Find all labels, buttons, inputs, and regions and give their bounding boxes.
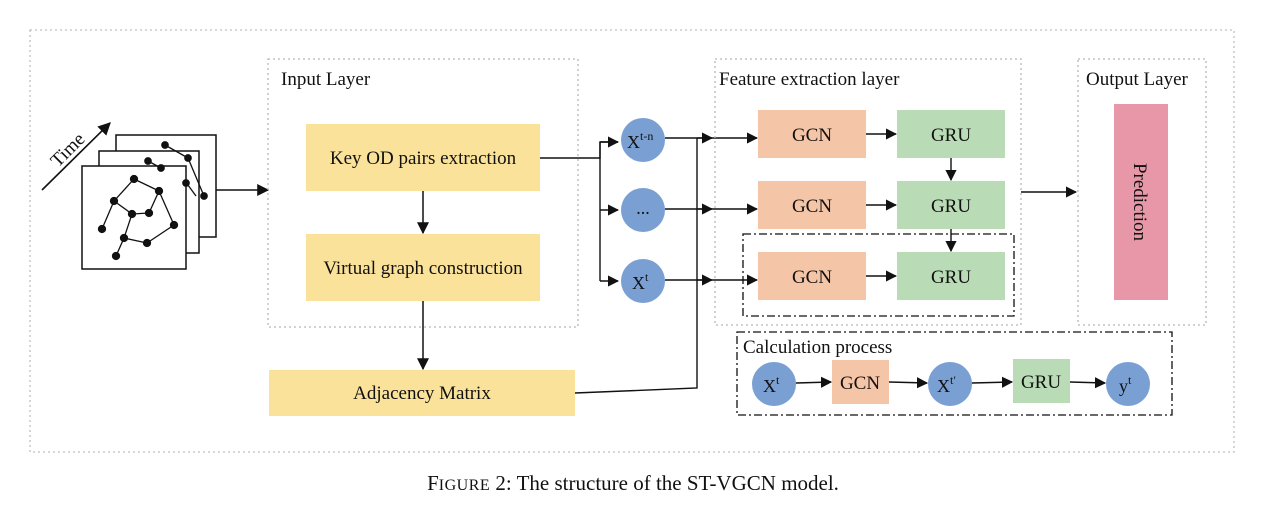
svg-text:Xt′: Xt′ — [937, 373, 956, 396]
svg-text:Xt: Xt — [763, 373, 780, 396]
node-x-t-sup: t — [645, 270, 649, 284]
dashed-highlight-frame — [742, 233, 1015, 317]
input-layer-title: Input Layer — [281, 69, 371, 90]
caption-figure-rest: IGURE — [439, 477, 490, 494]
graph-front-network — [97, 174, 179, 261]
svg-text:Xt-n: Xt-n — [627, 129, 653, 152]
gru-box-1 — [897, 110, 1005, 158]
node-ellipsis: ... — [621, 188, 665, 232]
calc-gru-label: GRU — [1021, 372, 1061, 393]
figure-caption: FIGURE 2: The structure of the ST-VGCN m… — [427, 471, 839, 495]
output-layer-title: Output Layer — [1086, 69, 1189, 90]
gru-label-3: GRU — [931, 267, 971, 288]
gcn-label-1: GCN — [792, 125, 832, 146]
calc-gru-box — [1013, 359, 1070, 403]
gcn-box-3 — [758, 252, 866, 300]
key-od-label: Key OD pairs extraction — [330, 148, 517, 169]
node-x-t-n-sup: t-n — [640, 129, 653, 143]
node-x-t-n-base: X — [627, 132, 640, 152]
gru-label-2: GRU — [931, 196, 971, 217]
adjacency-label: Adjacency Matrix — [353, 383, 491, 404]
prediction-box — [1114, 104, 1168, 300]
node-x-t: Xt — [621, 259, 665, 303]
time-graph-stack: Time — [41, 122, 270, 270]
node-x-t-n: Xt-n — [621, 118, 665, 162]
calc-arrows — [795, 376, 1107, 389]
gru-label-1: GRU — [931, 125, 971, 146]
gru-box-3 — [897, 252, 1005, 300]
calc-xt-base: X — [763, 376, 776, 396]
time-arrow — [41, 122, 111, 191]
gcn-label-3: GCN — [792, 267, 832, 288]
virtual-graph-label: Virtual graph construction — [323, 258, 523, 279]
prediction-label: Prediction — [1129, 163, 1150, 242]
node-x-t-base: X — [632, 273, 645, 293]
node-ellipsis-label: ... — [636, 198, 650, 218]
nodes-to-gcn-arrows — [665, 132, 759, 286]
calc-xt2-sup: t′ — [950, 373, 956, 387]
calc-node-xt: Xt — [752, 362, 796, 406]
feature-arrows — [866, 128, 1078, 282]
caption-figure-first: F — [427, 471, 439, 495]
gcn-box-2 — [758, 181, 866, 229]
gru-box-2 — [897, 181, 1005, 229]
svg-text:Xt: Xt — [632, 270, 649, 293]
calc-xt-sup: t — [776, 373, 780, 387]
calc-node-yt: yt — [1106, 362, 1150, 406]
input-layer-frame — [267, 58, 579, 328]
output-layer-frame — [1077, 58, 1207, 326]
calc-node-xt-prime: Xt′ — [928, 362, 972, 406]
outer-frame — [29, 29, 1235, 453]
calc-process-frame — [736, 331, 1173, 416]
gcn-label-2: GCN — [792, 196, 832, 217]
gcn-box-1 — [758, 110, 866, 158]
calc-gcn-label: GCN — [840, 373, 880, 394]
caption-text: 2: The structure of the ST-VGCN model. — [490, 471, 839, 495]
feature-layer-title: Feature extraction layer — [719, 69, 900, 90]
graph-back-network — [144, 141, 208, 200]
key-od-box — [306, 124, 540, 191]
calc-xt2-base: X — [937, 376, 950, 396]
feature-layer-frame — [714, 58, 1022, 326]
calc-gcn-box — [832, 360, 889, 404]
od-to-nodes-connectors — [540, 136, 620, 287]
calc-process-title: Calculation process — [743, 337, 892, 358]
svg-text:yt: yt — [1119, 373, 1132, 396]
calc-yt-sup: t — [1128, 373, 1132, 387]
virtual-graph-box — [306, 234, 540, 301]
calc-yt-base: y — [1119, 376, 1128, 396]
adjacency-box — [269, 370, 575, 416]
